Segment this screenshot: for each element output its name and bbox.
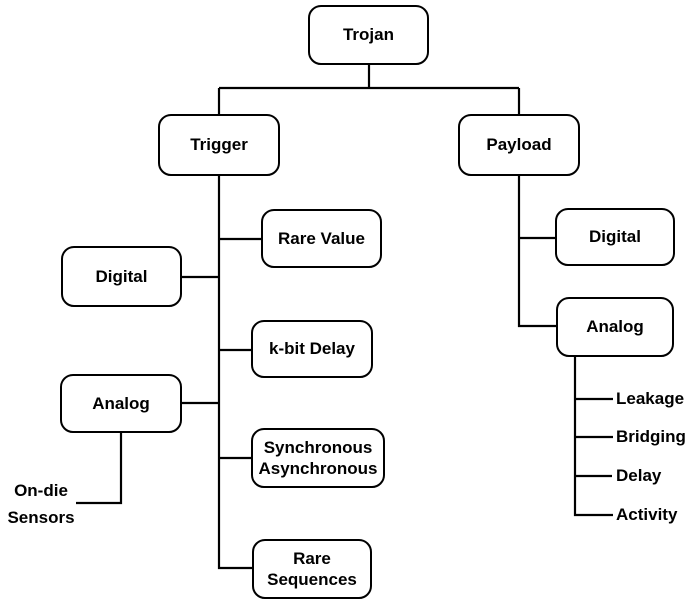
- edge-trigger-trunk: [217, 175, 252, 570]
- node-sync-async: Synchronous Asynchronous: [251, 428, 385, 488]
- node-trojan: Trojan: [308, 5, 429, 65]
- node-k-bit-delay: k-bit Delay: [251, 320, 373, 378]
- label-on-die-sensors: On-die Sensors: [7, 481, 75, 527]
- node-trigger-digital: Digital: [61, 246, 182, 307]
- label-delay: Delay: [616, 466, 662, 485]
- node-trigger: Trigger: [158, 114, 280, 176]
- label-activity: Activity: [616, 505, 678, 524]
- node-trigger-analog: Analog: [60, 374, 182, 433]
- node-payload-analog: Analog: [556, 297, 674, 357]
- label-leakage: Leakage: [616, 389, 685, 408]
- node-payload: Payload: [458, 114, 580, 176]
- node-payload-digital: Digital: [555, 208, 675, 266]
- label-bridging: Bridging: [616, 427, 686, 446]
- edge-payload-analog-trunk: [573, 356, 613, 517]
- node-rare-sequences: Rare Sequences: [252, 539, 372, 599]
- edge-payload-trunk: [517, 175, 556, 328]
- node-rare-value: Rare Value: [261, 209, 382, 268]
- edge-on-die-sensors: [76, 432, 123, 505]
